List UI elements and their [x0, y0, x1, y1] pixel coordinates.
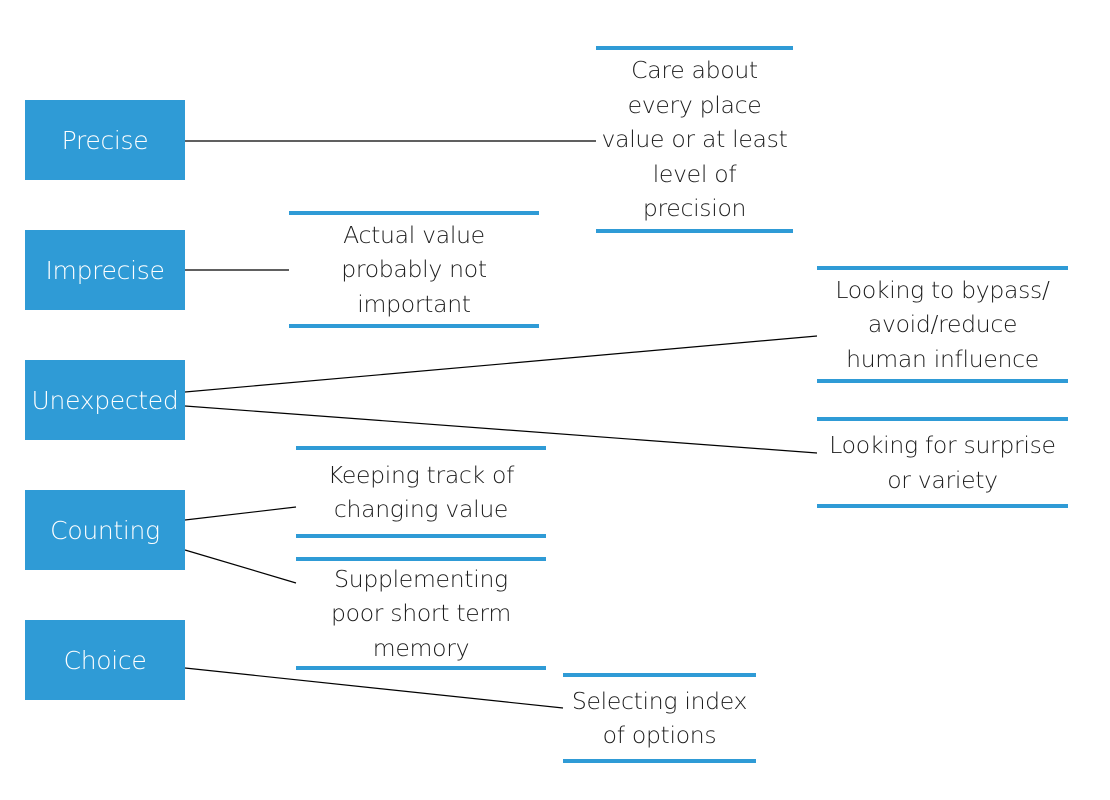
connector-counting-memory	[184, 549, 297, 584]
connector-counting-tracking	[184, 506, 297, 521]
category-counting: Counting	[25, 490, 185, 570]
description-bypass-text: Looking to bypass/ avoid/reduce human in…	[835, 275, 1050, 373]
description-surprise-text: Looking for surprise or variety	[829, 431, 1056, 494]
description-tracking: Keeping track of changing value	[296, 446, 546, 538]
category-imprecise: Imprecise	[25, 230, 185, 310]
description-memory: Supplementing poor short term memory	[296, 557, 546, 670]
description-selecting-text: Selecting index of options	[571, 686, 748, 750]
description-imprecise: Actual value probably not important	[289, 211, 539, 328]
description-imprecise-text: Actual value probably not important	[341, 220, 487, 318]
description-precise-text: Care about every place value or at least…	[601, 56, 788, 223]
category-choice: Choice	[25, 620, 185, 700]
description-tracking-text: Keeping track of changing value	[327, 460, 515, 524]
description-surprise: Looking for surprise or variety	[817, 417, 1068, 508]
description-memory-text: Supplementing poor short term memory	[331, 564, 511, 662]
description-precise: Care about every place value or at least…	[596, 46, 793, 233]
connector-choice-selecting	[184, 667, 564, 709]
description-selecting: Selecting index of options	[563, 673, 756, 763]
category-unexpected: Unexpected	[25, 360, 185, 440]
connector-unexpected-surprise	[184, 405, 818, 454]
category-precise: Precise	[25, 100, 185, 180]
description-bypass: Looking to bypass/ avoid/reduce human in…	[817, 266, 1068, 383]
connector-unexpected-bypass	[184, 335, 818, 393]
